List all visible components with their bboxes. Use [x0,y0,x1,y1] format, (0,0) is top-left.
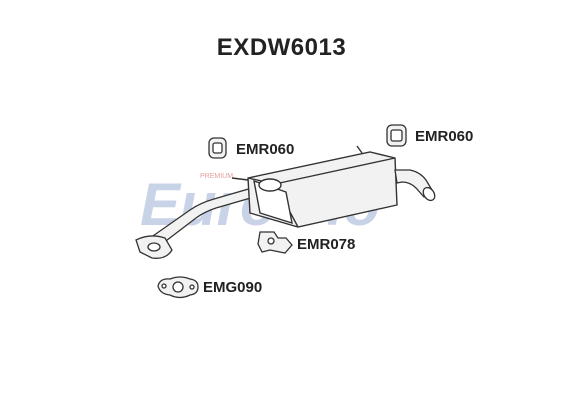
mounting-bracket-icon [257,231,293,254]
rubber-hanger-icon [208,137,227,159]
part-label-emr078: EMR078 [297,236,356,253]
front-pipe [135,187,255,259]
tailpipe [394,169,436,202]
flange-gasket-icon [157,276,199,299]
rear-silencer [231,145,398,228]
part-label-emg090: EMG090 [203,279,263,296]
watermark-premium: PREMIUM [200,173,233,180]
part-number-title: EXDW6013 [216,34,347,61]
part-label-emr060-left: EMR060 [236,141,295,158]
part-label-emr060-right: EMR060 [415,128,474,145]
rubber-hanger-icon [386,124,407,147]
